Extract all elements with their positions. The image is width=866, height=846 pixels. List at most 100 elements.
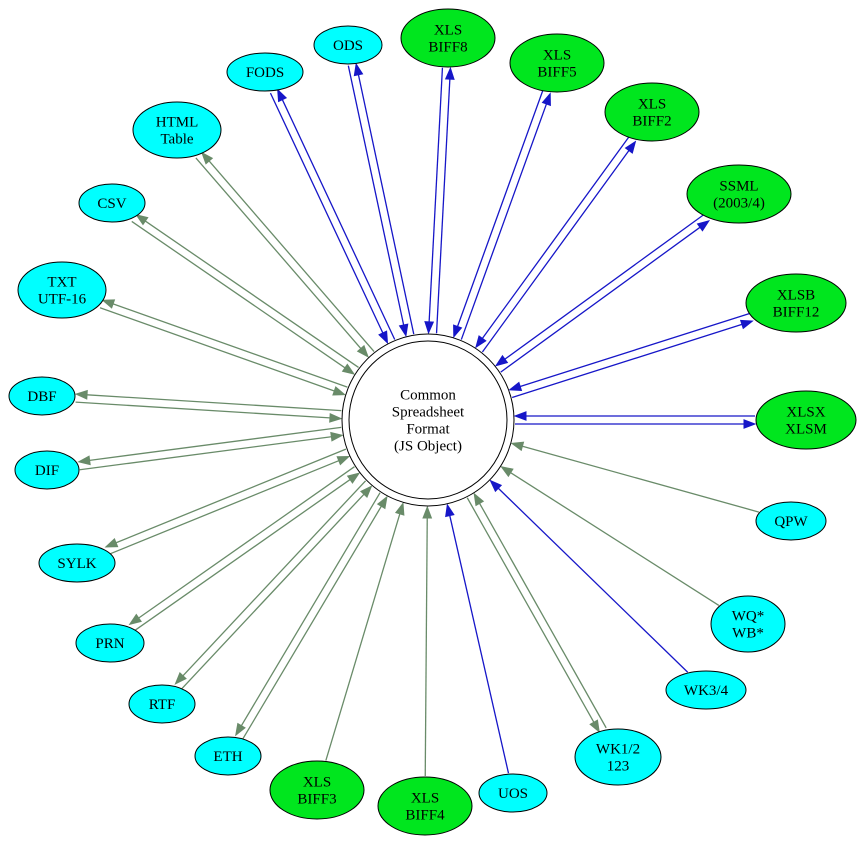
node-qpw	[755, 501, 827, 541]
svg-text:TXT: TXT	[47, 275, 76, 291]
svg-text:XLS: XLS	[543, 48, 571, 64]
svg-text:PRN: PRN	[95, 636, 124, 652]
edge-uos-read	[445, 503, 510, 774]
edge-dif-read	[79, 431, 344, 471]
node-uos-label: UOS	[498, 786, 528, 802]
svg-text:SSML: SSML	[719, 179, 758, 195]
svg-text:WK3/4: WK3/4	[684, 683, 729, 699]
node-dbf	[8, 376, 76, 416]
svg-text:WK1/2: WK1/2	[596, 742, 640, 758]
edge-fods-read	[269, 92, 389, 345]
node-sylk-label: SYLK	[57, 556, 96, 572]
edge-xls-biff5-write	[460, 92, 551, 340]
edge-sylk-read	[108, 456, 351, 555]
svg-text:XLSB: XLSB	[777, 288, 815, 304]
node-uos	[478, 773, 548, 813]
svg-text:Common: Common	[400, 388, 456, 404]
svg-text:XLSX: XLSX	[786, 405, 825, 421]
edge-wk34-read	[489, 479, 689, 673]
svg-text:SYLK: SYLK	[57, 556, 96, 572]
node-xlsx-xlsm	[755, 390, 857, 450]
edge-html-table-write	[200, 151, 375, 353]
svg-text:XLS: XLS	[303, 775, 331, 791]
svg-text:XLS: XLS	[638, 97, 666, 113]
edge-ssml-read	[494, 213, 705, 367]
edge-eth-write	[235, 492, 381, 737]
node-xls-biff5	[509, 33, 605, 93]
edge-ods-write	[353, 62, 415, 335]
node-dif	[14, 450, 80, 490]
node-dif-label: DIF	[35, 463, 59, 479]
edge-xls-biff2-write	[481, 140, 637, 353]
node-wq-wb	[710, 595, 786, 653]
svg-text:123: 123	[607, 759, 630, 775]
svg-text:XLSM: XLSM	[785, 422, 827, 438]
node-xls-biff2	[604, 82, 700, 142]
edge-xls-biff5-read	[453, 90, 544, 339]
svg-text:FODS: FODS	[246, 65, 284, 81]
edge-qpw-read	[510, 441, 760, 513]
svg-text:BIFF2: BIFF2	[632, 114, 671, 130]
node-sylk	[38, 543, 116, 583]
node-ssml	[686, 164, 792, 224]
node-wq-wb-label: WQ*WB*	[732, 609, 765, 642]
svg-text:CSV: CSV	[97, 196, 126, 212]
node-fods-label: FODS	[246, 65, 284, 81]
edge-xlsx-xlsm-read	[513, 411, 755, 421]
edges-layer	[74, 62, 760, 777]
svg-text:QPW: QPW	[774, 514, 808, 530]
svg-text:UTF-16: UTF-16	[38, 292, 87, 308]
node-csf	[341, 333, 515, 507]
edge-prn-read	[133, 472, 361, 632]
edge-sylk-write	[104, 448, 347, 548]
edge-rtf-read	[180, 485, 373, 690]
edge-xls-biff3-read	[325, 501, 405, 761]
edge-dif-write	[77, 426, 342, 466]
node-ods	[313, 25, 383, 65]
svg-text:DIF: DIF	[35, 463, 59, 479]
edge-eth-read	[242, 495, 388, 740]
node-fods	[226, 52, 304, 92]
edge-xls-biff8-read	[424, 67, 444, 335]
edge-wk12-123-read	[473, 492, 607, 729]
svg-text:WQ*: WQ*	[732, 609, 765, 625]
node-dbf-label: DBF	[27, 389, 56, 405]
edge-dbf-read	[75, 401, 343, 423]
edge-dbf-write	[74, 389, 342, 412]
svg-text:(JS Object): (JS Object)	[394, 439, 462, 455]
edge-xlsb-biff12-read	[508, 312, 751, 392]
svg-text:BIFF5: BIFF5	[537, 65, 576, 81]
svg-text:XLS: XLS	[411, 791, 439, 807]
edge-wk12-123-write	[466, 497, 600, 734]
svg-text:Table: Table	[160, 132, 193, 148]
node-wk12-123	[574, 728, 662, 786]
node-ssml-label: SSML(2003/4)	[713, 179, 765, 212]
node-txt-utf16	[17, 261, 107, 319]
edge-csv-write	[135, 214, 359, 368]
node-csv-label: CSV	[97, 196, 126, 212]
svg-text:RTF: RTF	[149, 697, 176, 713]
svg-text:(2003/4): (2003/4)	[713, 196, 765, 212]
edge-ssml-write	[500, 220, 711, 373]
edge-txt-utf16-read	[99, 307, 346, 396]
nodes-layer	[8, 8, 857, 836]
node-xlsb-biff12	[745, 273, 847, 333]
edge-xls-biff4-read	[422, 505, 433, 777]
edge-xlsx-xlsm-write	[515, 419, 757, 429]
svg-text:Format: Format	[406, 422, 450, 438]
node-qpw-label: QPW	[774, 514, 808, 530]
node-xls-biff4	[377, 776, 473, 836]
edge-xls-biff8-write	[435, 66, 455, 334]
